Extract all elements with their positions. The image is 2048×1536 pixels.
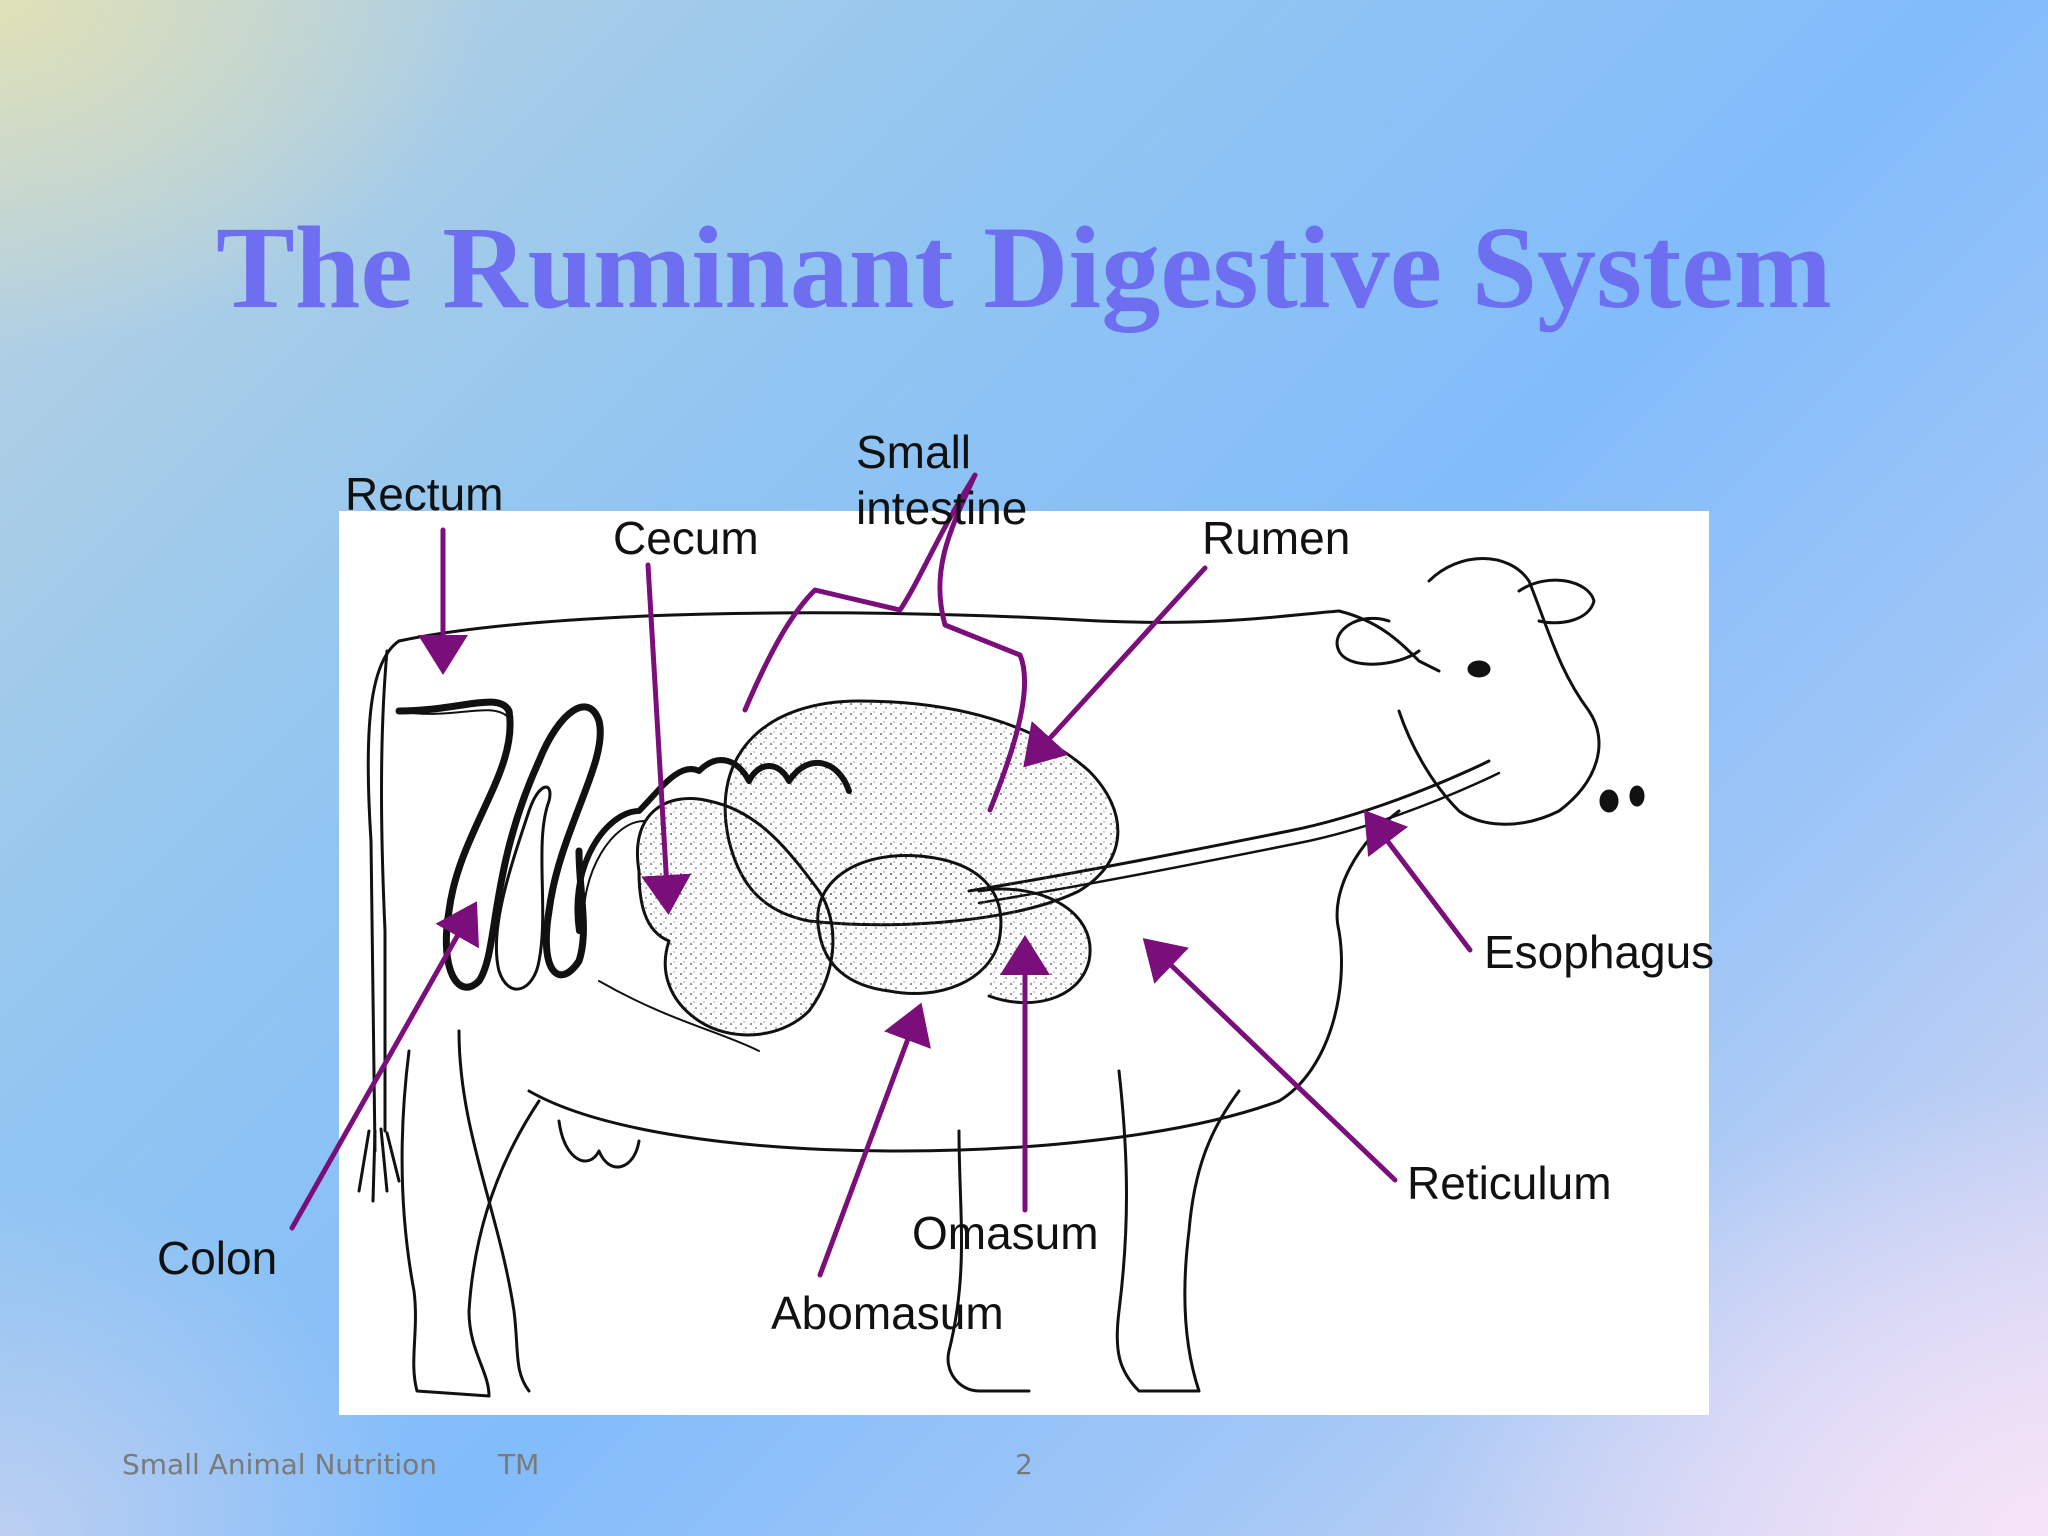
omasum-organ: [816, 853, 1003, 996]
label-cecum: Cecum: [613, 512, 759, 564]
rumen-arrow: [1023, 565, 1208, 768]
label-omasum: Omasum: [912, 1207, 1099, 1259]
label-rumen: Rumen: [1202, 512, 1351, 564]
cow-belly: [527, 1089, 1281, 1153]
abomasum-arrow: [817, 1002, 931, 1278]
colon-arrow: [289, 901, 479, 1231]
footer-course: Small Animal Nutrition: [122, 1448, 438, 1481]
slide-title: The Ruminant Digestive System: [216, 202, 1832, 334]
cecum-arrow: [641, 562, 692, 915]
cow-chest: [1277, 809, 1401, 1103]
cow-back-outline: [397, 609, 1341, 643]
label-colon: Colon: [157, 1232, 278, 1284]
reticulum-arrow: [1142, 938, 1398, 1183]
cow-neck: [1337, 609, 1441, 673]
cow-front-leg: [1115, 1069, 1241, 1393]
footer-author: TM: [498, 1448, 540, 1481]
footer-page-number: 2: [1015, 1448, 1033, 1481]
small-intestine-bracket: [742, 472, 1028, 813]
label-esophagus: Esophagus: [1484, 926, 1715, 978]
cow-udder: [557, 1119, 641, 1169]
abomasum-organ: [636, 797, 835, 1037]
cow-ear-left: [1335, 616, 1421, 666]
cecum-organ: [494, 785, 552, 991]
cow-digestive-illustration: [357, 557, 1645, 1398]
cow-head: [1397, 557, 1601, 826]
label-small-intestine: Small intestine: [856, 426, 1028, 535]
colon-coils: [395, 698, 604, 991]
label-abomasum: Abomasum: [771, 1287, 1004, 1339]
cow-ear-right: [1517, 578, 1596, 625]
label-rectum: Rectum: [345, 468, 504, 520]
label-reticulum: Reticulum: [1407, 1157, 1612, 1209]
small-intestine-coils: [574, 757, 852, 934]
cow-rear-leg: [400, 1049, 541, 1398]
esophagus-arrow: [1363, 810, 1473, 953]
